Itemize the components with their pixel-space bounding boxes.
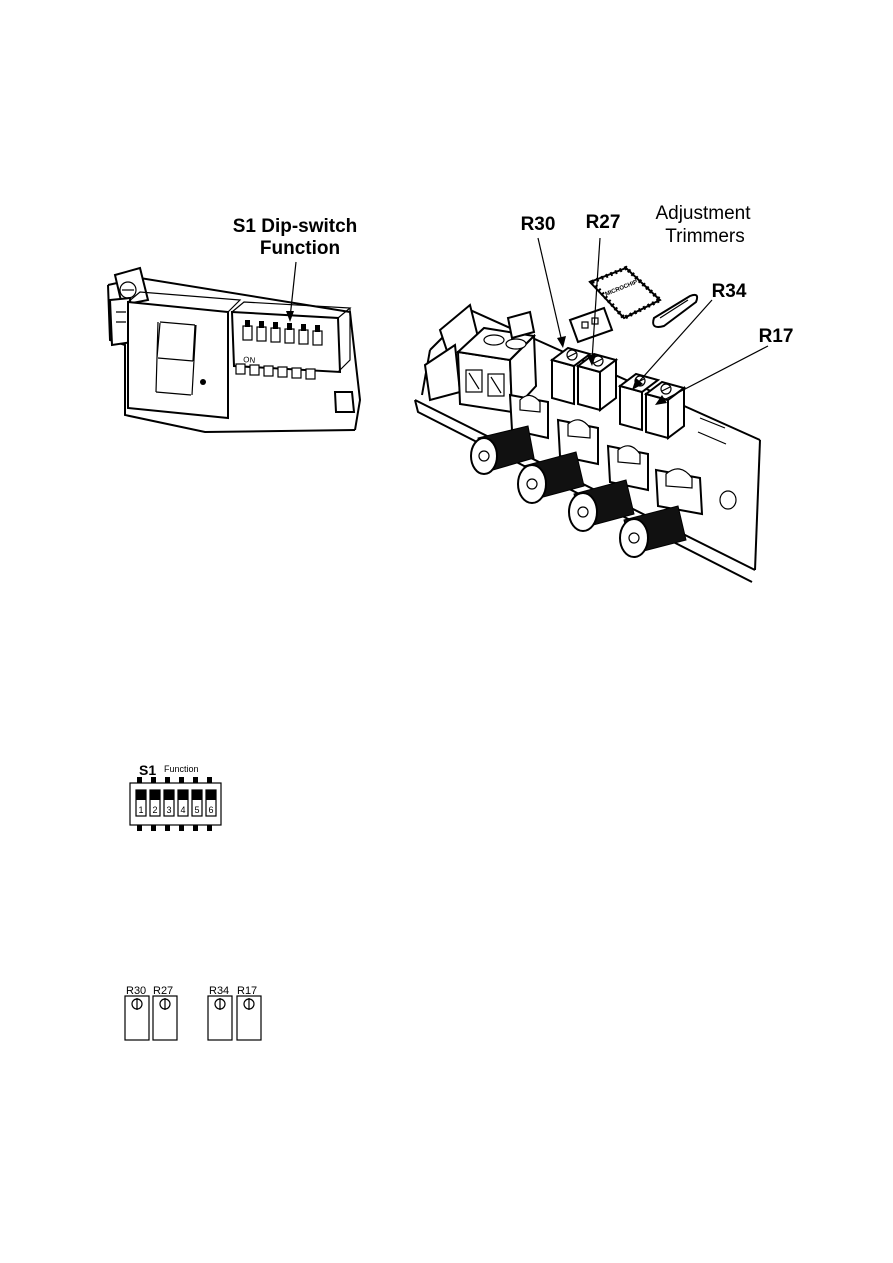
dip-switch-body: ON bbox=[230, 301, 356, 413]
r30-callout-arrow bbox=[537, 237, 566, 348]
label-trimmers: Trimmers bbox=[665, 226, 745, 247]
r27-callout-arrow bbox=[587, 237, 601, 366]
microcontroller-chip: MICROCHIP bbox=[588, 265, 664, 321]
trimmer-diagram-label-r27: R27 bbox=[153, 985, 173, 997]
trimmer-r30-part bbox=[549, 346, 593, 406]
dip-switch-number: 6 bbox=[208, 805, 213, 815]
trimmer-diagram-label-r34: R34 bbox=[209, 985, 229, 997]
bnc-connector-1 bbox=[470, 393, 549, 475]
bnc-connector-3 bbox=[568, 444, 649, 532]
dip-switch-number: 5 bbox=[194, 805, 199, 815]
bnc-connector-4 bbox=[619, 468, 704, 558]
connector-small bbox=[568, 306, 614, 344]
trimmer-diagram-label-r30: R30 bbox=[126, 985, 146, 997]
board-right bbox=[414, 303, 761, 583]
chip-marking: MICROCHIP bbox=[605, 279, 639, 297]
crystal-oscillator bbox=[652, 293, 699, 328]
dip-diagram-bottom-pins bbox=[137, 825, 212, 831]
dip-switch-number: 1 bbox=[138, 805, 143, 815]
dip-switch-callout-subtitle: Function bbox=[260, 238, 340, 259]
dip-switch-number: 3 bbox=[166, 805, 171, 815]
trimmer-r17-part bbox=[643, 380, 687, 440]
label-r17: R17 bbox=[759, 326, 794, 347]
board-left bbox=[107, 266, 362, 434]
trimmer-r34-part bbox=[617, 372, 661, 432]
dip-diagram-switch-slots bbox=[135, 789, 217, 817]
label-r30: R30 bbox=[521, 214, 556, 235]
r34-callout-arrow bbox=[632, 299, 713, 390]
label-adjustment: Adjustment bbox=[655, 203, 751, 224]
trimmer-diagram-r17 bbox=[236, 995, 262, 1041]
trimmer-r27-part bbox=[575, 352, 619, 412]
r17-callout-arrow bbox=[655, 345, 769, 405]
trimmer-diagram-r27 bbox=[152, 995, 178, 1041]
bnc-connector-2 bbox=[517, 418, 599, 504]
dip-switch-number: 2 bbox=[152, 805, 157, 815]
trimmer-diagram-label-r17: R17 bbox=[237, 985, 257, 997]
terminal-block bbox=[455, 310, 538, 415]
label-s1: S1 bbox=[139, 762, 156, 778]
dip-diagram-top-pins bbox=[137, 777, 212, 783]
dip-switch-callout-arrow bbox=[286, 261, 297, 322]
label-function: Function bbox=[164, 764, 199, 774]
dip-diagram-body bbox=[129, 782, 222, 826]
seven-segment-display bbox=[127, 291, 242, 420]
dip-switch-on-marking: ON bbox=[243, 355, 256, 365]
trimmer-diagram-r34 bbox=[207, 995, 233, 1041]
dip-switch-number: 4 bbox=[180, 805, 185, 815]
label-r34: R34 bbox=[712, 281, 747, 302]
trimmer-diagram-r30 bbox=[124, 995, 150, 1041]
label-r27: R27 bbox=[586, 212, 621, 233]
dip-switch-callout-title: S1 Dip-switch bbox=[233, 216, 358, 237]
